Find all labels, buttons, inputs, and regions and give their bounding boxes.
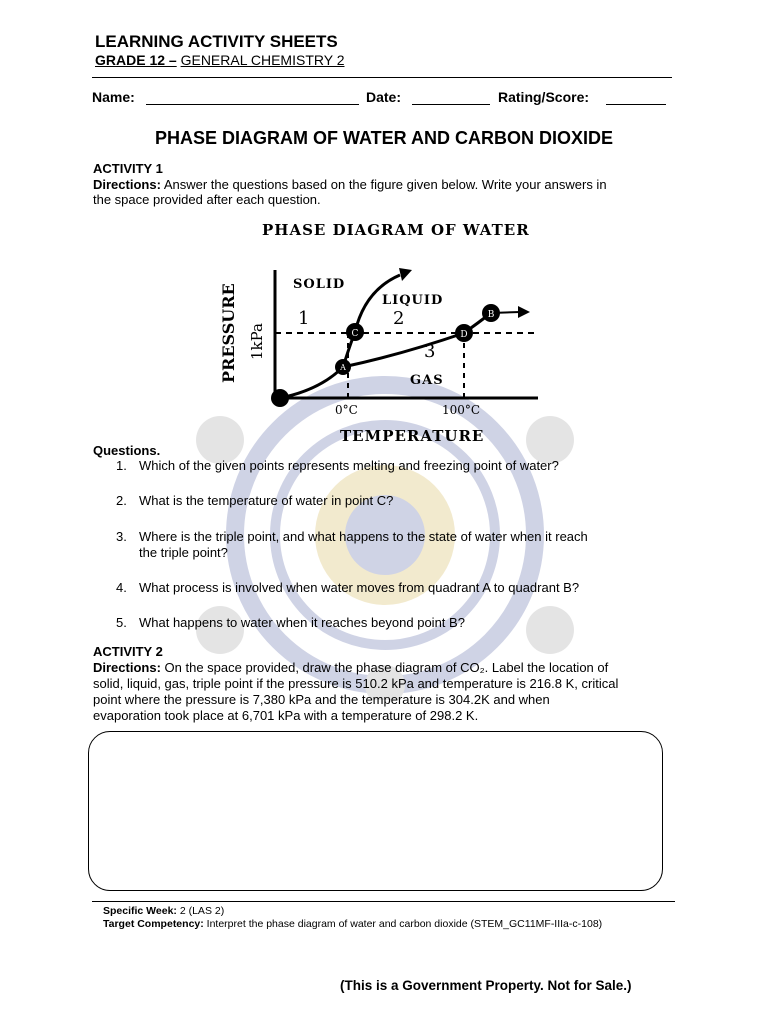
origin-point <box>271 389 289 407</box>
water-phase-diagram: PHASE DIAGRAM OF WATER A C D B SOLID LIQ… <box>219 221 538 445</box>
footer-divider <box>92 901 675 902</box>
x-axis-label: TEMPERATURE <box>340 427 484 445</box>
point-b-marker <box>482 304 500 322</box>
solid-label: SOLID <box>293 277 345 292</box>
gas-label: GAS <box>410 373 444 388</box>
tick-100c: 100°C <box>442 403 480 417</box>
directions-text-1: Answer the questions based on the figure… <box>163 177 607 192</box>
week-value: 2 (LAS 2) <box>179 905 225 917</box>
rating-label: Rating/Score: <box>498 89 590 105</box>
question-2-number: 2. <box>116 493 127 508</box>
point-c-label: C <box>352 329 359 339</box>
question-1-number: 1. <box>116 458 127 473</box>
region-3-label: 3 <box>424 341 435 362</box>
week-label: Specific Week: <box>103 905 177 917</box>
target-competency: Target Competency: Interpret the phase d… <box>103 918 602 930</box>
melting-curve <box>341 273 401 368</box>
rating-field[interactable] <box>606 104 666 105</box>
competency-label: Target Competency: <box>103 918 204 930</box>
grade-subject: GENERAL CHEMISTRY 2 <box>180 52 345 68</box>
question-5-text: What happens to water when it reaches be… <box>139 615 465 630</box>
activity2-text-2: solid, liquid, gas, triple point if the … <box>93 676 619 691</box>
directions-label: Directions: <box>93 177 161 192</box>
activity2-text-3: point where the pressure is 7,380 kPa an… <box>93 692 550 707</box>
point-c-marker <box>346 323 364 341</box>
point-b-label: B <box>488 310 495 320</box>
government-property-notice: (This is a Government Property. Not for … <box>340 978 632 993</box>
point-d-marker <box>455 324 473 342</box>
name-label: Name: <box>92 89 135 105</box>
question-3-text-cont: the triple point? <box>139 545 228 560</box>
beyond-b-arrowhead <box>518 306 530 318</box>
directions-text-2: the space provided after each question. <box>93 192 321 207</box>
activity1-heading: ACTIVITY 1 <box>93 161 163 176</box>
activity2-directions-label: Directions: <box>93 660 161 675</box>
vaporization-curve <box>342 311 492 369</box>
activity1-directions: Directions: Answer the questions based o… <box>93 177 607 192</box>
specific-week: Specific Week: 2 (LAS 2) <box>103 905 224 917</box>
grade-line: GRADE 12 – GENERAL CHEMISTRY 2 <box>95 52 345 68</box>
grade-label: GRADE 12 – <box>95 52 177 68</box>
point-d-label: D <box>460 330 467 340</box>
question-2-text: What is the temperature of water in poin… <box>139 493 394 508</box>
activity2-heading: ACTIVITY 2 <box>93 644 163 659</box>
sheet-title: LEARNING ACTIVITY SHEETS <box>95 32 338 51</box>
question-3-text: Where is the triple point, and what happ… <box>139 529 588 544</box>
activity2-text-4: evaporation took place at 6,701 kPa with… <box>93 708 479 723</box>
point-a-marker <box>335 359 351 375</box>
header-divider <box>92 77 672 78</box>
question-4-number: 4. <box>116 580 127 595</box>
liquid-label: LIQUID <box>382 293 443 308</box>
y-axis-label: PRESSURE <box>219 283 238 383</box>
question-3-number: 3. <box>116 529 127 544</box>
y-axis-unit: 1kPa <box>248 323 266 360</box>
name-field[interactable] <box>146 104 359 105</box>
deped-seal-watermark <box>196 376 574 700</box>
drawing-answer-box[interactable] <box>88 731 663 891</box>
activity2-directions: Directions: On the space provided, draw … <box>93 660 608 675</box>
date-label: Date: <box>366 89 402 105</box>
region-2-label: 2 <box>393 308 404 329</box>
melting-arrowhead <box>399 268 412 281</box>
main-title: PHASE DIAGRAM OF WATER AND CARBON DIOXID… <box>154 128 613 148</box>
activity2-text-1: On the space provided, draw the phase di… <box>164 660 609 675</box>
question-4-text: What process is involved when water move… <box>139 580 580 595</box>
date-field[interactable] <box>412 104 490 105</box>
diagram-title: PHASE DIAGRAM OF WATER <box>262 221 530 239</box>
sublimation-curve <box>279 365 345 400</box>
question-5-number: 5. <box>116 615 127 630</box>
tick-0c: 0°C <box>335 403 358 417</box>
questions-heading: Questions. <box>93 443 161 458</box>
region-1-label: 1 <box>298 308 309 329</box>
question-1-text: Which of the given points represents mel… <box>139 458 559 473</box>
point-a-label: A <box>339 363 346 372</box>
competency-value: Interpret the phase diagram of water and… <box>206 918 603 930</box>
